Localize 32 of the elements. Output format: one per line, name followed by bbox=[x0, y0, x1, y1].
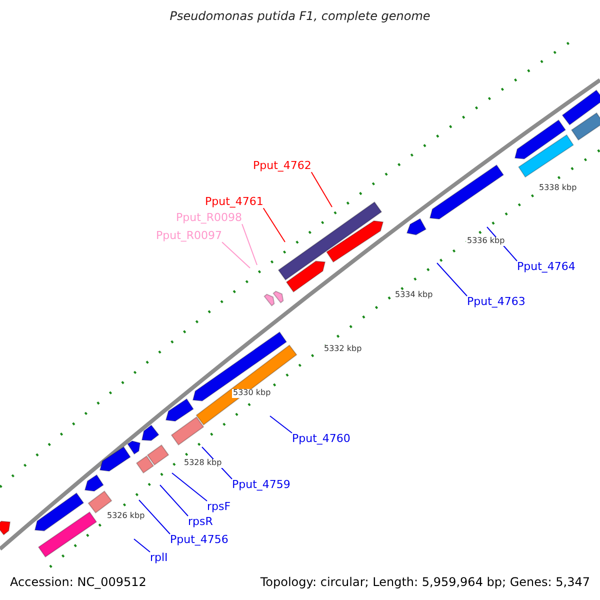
gene-label: Pput_4762 bbox=[253, 160, 312, 172]
gene-label: Pput_4760 bbox=[292, 433, 350, 446]
gene-label: Pput_4761 bbox=[205, 196, 264, 208]
gene-label: Pput_4763 bbox=[467, 296, 526, 308]
gene-label: Pput_R0098 bbox=[176, 212, 242, 224]
gene-label: rpsF bbox=[207, 501, 231, 514]
leader-line bbox=[262, 208, 286, 242]
accession-text: Accession: NC_009512 bbox=[10, 576, 146, 590]
gene-label: Pput_R0097 bbox=[156, 230, 222, 242]
position-label: 5338 kbp bbox=[538, 184, 578, 193]
gene-label: rpsR bbox=[188, 516, 213, 528]
position-label: 5334 kbp bbox=[394, 291, 434, 300]
leader-line bbox=[172, 472, 208, 502]
gene-label: Pput_4764 bbox=[517, 261, 576, 274]
gene-label: Pput_4759 bbox=[232, 479, 290, 492]
position-label: 5328 kbp bbox=[183, 459, 223, 468]
leader-line bbox=[134, 538, 150, 552]
title: Pseudomonas putida F1, complete genome bbox=[168, 10, 432, 24]
position-label: 5326 kbp bbox=[106, 512, 146, 521]
position-label: 5332 kbp bbox=[323, 345, 363, 354]
leader-line bbox=[310, 172, 332, 208]
position-label: 5330 kbp bbox=[232, 389, 272, 398]
leader-line bbox=[270, 416, 292, 434]
gene-label: rplI bbox=[150, 552, 168, 564]
leader-line bbox=[436, 262, 468, 296]
leader-line bbox=[242, 224, 258, 266]
genome-info-text: Topology: circular; Length: 5,959,964 bp; Genes: 5,347 bbox=[260, 576, 590, 590]
leader-line bbox=[138, 500, 170, 534]
leader-line bbox=[222, 242, 250, 268]
position-label: 5336 kbp bbox=[466, 237, 506, 246]
leader-line bbox=[160, 484, 188, 516]
gene-label: Pput_4756 bbox=[170, 534, 228, 546]
